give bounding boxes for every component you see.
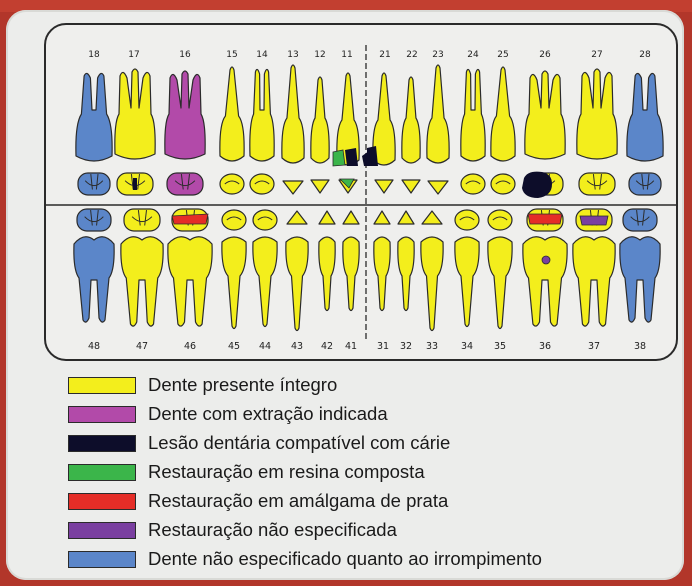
legend-label: Restauração não especificada bbox=[148, 519, 397, 540]
tooth-number-13: 13 bbox=[287, 50, 299, 60]
tooth-number-11: 11 bbox=[341, 50, 353, 60]
legend-swatch-resin bbox=[68, 464, 136, 481]
tooth-number-38: 38 bbox=[633, 341, 647, 352]
tooth-number-21: 21 bbox=[379, 50, 391, 60]
legend-label: Dente com extração indicada bbox=[148, 403, 388, 424]
tooth-number-42: 42 bbox=[320, 341, 334, 352]
legend-swatch-healthy bbox=[68, 377, 136, 394]
tooth-number-37: 37 bbox=[587, 341, 601, 352]
tooth-number-12: 12 bbox=[314, 50, 326, 60]
legend-item-resin: Restauração em resina composta bbox=[68, 459, 678, 485]
legend-swatch-unspecified-restoration bbox=[68, 522, 136, 539]
tooth-number-46: 46 bbox=[183, 341, 197, 352]
tooth-number-35: 35 bbox=[493, 341, 507, 352]
tooth-number-18: 18 bbox=[88, 50, 100, 60]
tooth-number-16: 16 bbox=[179, 50, 191, 60]
tooth-number-31: 31 bbox=[376, 341, 390, 352]
tooth-number-44: 44 bbox=[258, 341, 272, 352]
legend-item-unerupted: Dente não especificado quanto ao irrompi… bbox=[68, 546, 678, 572]
tooth-number-41: 41 bbox=[344, 341, 358, 352]
legend-label: Dente não especificado quanto ao irrompi… bbox=[148, 548, 542, 569]
legend-swatch-caries bbox=[68, 435, 136, 452]
tooth-number-14: 14 bbox=[256, 50, 268, 60]
legend-item-caries: Lesão dentária compatível com cárie bbox=[68, 430, 678, 456]
tooth-number-48: 48 bbox=[87, 341, 101, 352]
odontogram-chart bbox=[44, 23, 678, 361]
legend-swatch-unerupted bbox=[68, 551, 136, 568]
tooth-number-34: 34 bbox=[460, 341, 474, 352]
tooth-number-22: 22 bbox=[406, 50, 418, 60]
legend-item-extraction: Dente com extração indicada bbox=[68, 401, 678, 427]
legend-item-healthy: Dente presente íntegro bbox=[68, 372, 678, 398]
tooth-number-26: 26 bbox=[539, 50, 551, 60]
tooth-number-27: 27 bbox=[591, 50, 603, 60]
tooth-number-43: 43 bbox=[290, 341, 304, 352]
legend-swatch-amalgam bbox=[68, 493, 136, 510]
tooth-number-25: 25 bbox=[497, 50, 509, 60]
tooth-number-23: 23 bbox=[432, 50, 444, 60]
legend-label: Restauração em amálgama de prata bbox=[148, 490, 449, 511]
legend-label: Lesão dentária compatível com cárie bbox=[148, 432, 451, 453]
tooth-number-17: 17 bbox=[128, 50, 140, 60]
legend-label: Dente presente íntegro bbox=[148, 374, 338, 395]
tooth-number-33: 33 bbox=[425, 341, 439, 352]
top-border bbox=[0, 0, 692, 12]
legend-label: Restauração em resina composta bbox=[148, 461, 425, 482]
tooth-number-45: 45 bbox=[227, 341, 241, 352]
tooth-number-32: 32 bbox=[399, 341, 413, 352]
tooth-number-24: 24 bbox=[467, 50, 479, 60]
tooth-number-47: 47 bbox=[135, 341, 149, 352]
tooth-number-15: 15 bbox=[226, 50, 238, 60]
legend-item-amalgam: Restauração em amálgama de prata bbox=[68, 488, 678, 514]
legend-item-unspecified-restoration: Restauração não especificada bbox=[68, 517, 678, 543]
legend-swatch-extraction bbox=[68, 406, 136, 423]
tooth-number-36: 36 bbox=[538, 341, 552, 352]
tooth-number-28: 28 bbox=[639, 50, 651, 60]
